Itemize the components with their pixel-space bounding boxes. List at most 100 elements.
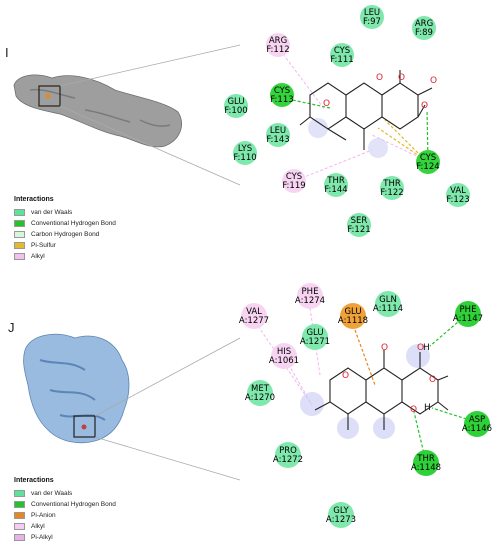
- atom-o: O: [429, 375, 436, 385]
- legend-item-conventional-hydrogen-bond: Conventional Hydrogen Bond: [14, 499, 116, 510]
- legend-swatch: [14, 501, 25, 508]
- panel-label-i: I: [5, 45, 9, 60]
- legend-swatch: [14, 512, 25, 519]
- svg-text:F:119: F:119: [282, 181, 305, 191]
- svg-text:A:1148: A:1148: [411, 463, 441, 473]
- svg-text:A:1114: A:1114: [373, 304, 403, 314]
- atom-o: O: [410, 405, 417, 415]
- interaction-lines-i: [279, 49, 429, 181]
- protein-surface-j: [23, 333, 130, 444]
- svg-text:A:1271: A:1271: [300, 337, 330, 347]
- atom-h: H: [423, 343, 430, 353]
- svg-text:GLN: GLN: [379, 295, 397, 305]
- ligand-atoms-j: O O O O O H H: [342, 343, 436, 415]
- legend-swatch: [14, 523, 25, 530]
- svg-text:F:143: F:143: [266, 135, 289, 145]
- atom-o: O: [398, 73, 405, 83]
- ligand-atoms-i: O O O O O: [323, 73, 437, 111]
- svg-text:F:100: F:100: [224, 106, 247, 116]
- svg-text:PRO: PRO: [279, 446, 297, 456]
- legend-swatch: [14, 209, 25, 216]
- svg-text:F:113: F:113: [270, 95, 293, 105]
- svg-text:F:122: F:122: [380, 188, 403, 198]
- svg-text:LEU: LEU: [364, 8, 380, 18]
- svg-text:F:144: F:144: [324, 185, 347, 195]
- legend-title: Interactions: [14, 477, 54, 484]
- legend-swatch: [14, 242, 25, 249]
- svg-text:F:121: F:121: [347, 225, 370, 235]
- protein-surface-i: [13, 74, 182, 148]
- legend-swatch: [14, 220, 25, 227]
- legend-item-van-der-waals: van der Waals: [14, 488, 116, 499]
- atom-o: O: [381, 343, 388, 353]
- ligand-structure-j: [300, 344, 449, 439]
- svg-text:A:1273: A:1273: [326, 515, 356, 525]
- legend-i: Interactions van der Waals Conventional …: [14, 196, 116, 262]
- legend-item-pi-sulfur: Pi-Sulfur: [14, 240, 116, 251]
- legend-item-alkyl: Alkyl: [14, 251, 116, 262]
- svg-text:F:124: F:124: [416, 162, 439, 172]
- svg-text:MET: MET: [251, 384, 270, 394]
- svg-text:F:112: F:112: [266, 45, 289, 55]
- legend-swatch: [14, 490, 25, 497]
- atom-o: O: [342, 371, 349, 381]
- svg-text:THR: THR: [416, 454, 435, 464]
- zoom-line-top-j: [94, 337, 241, 417]
- zoom-line-top-i: [59, 44, 241, 87]
- svg-text:PHE: PHE: [302, 287, 319, 297]
- legend-item-carbon-hydrogen-bond: Carbon Hydrogen Bond: [14, 229, 116, 240]
- svg-text:GLU: GLU: [344, 307, 361, 317]
- svg-text:F:110: F:110: [233, 153, 256, 163]
- svg-text:A:1277: A:1277: [239, 316, 269, 326]
- svg-text:VAL: VAL: [450, 186, 466, 196]
- panel-label-j: J: [8, 320, 15, 335]
- atom-o: O: [421, 101, 428, 111]
- atom-o: O: [417, 343, 424, 353]
- svg-text:A:1274: A:1274: [295, 296, 325, 306]
- svg-text:ARG: ARG: [269, 36, 287, 46]
- atom-o: O: [430, 76, 437, 86]
- legend-item-alkyl: Alkyl: [14, 521, 116, 532]
- zoom-line-bottom-i: [59, 105, 241, 186]
- legend-title: Interactions: [14, 196, 54, 203]
- svg-text:GLY: GLY: [333, 506, 349, 516]
- binding-site-box-i: [38, 85, 61, 107]
- svg-text:ARG: ARG: [415, 19, 433, 29]
- svg-text:CYS: CYS: [274, 86, 290, 96]
- svg-text:A:1270: A:1270: [245, 393, 275, 403]
- svg-text:GLU: GLU: [306, 328, 323, 338]
- svg-text:F:97: F:97: [363, 17, 381, 27]
- svg-text:PHE: PHE: [460, 305, 477, 315]
- binding-site-box-j: [73, 415, 96, 438]
- svg-text:A:1272: A:1272: [273, 455, 303, 465]
- svg-text:THR: THR: [326, 176, 345, 186]
- legend-item-van-der-waals: van der Waals: [14, 207, 116, 218]
- legend-swatch: [14, 253, 25, 260]
